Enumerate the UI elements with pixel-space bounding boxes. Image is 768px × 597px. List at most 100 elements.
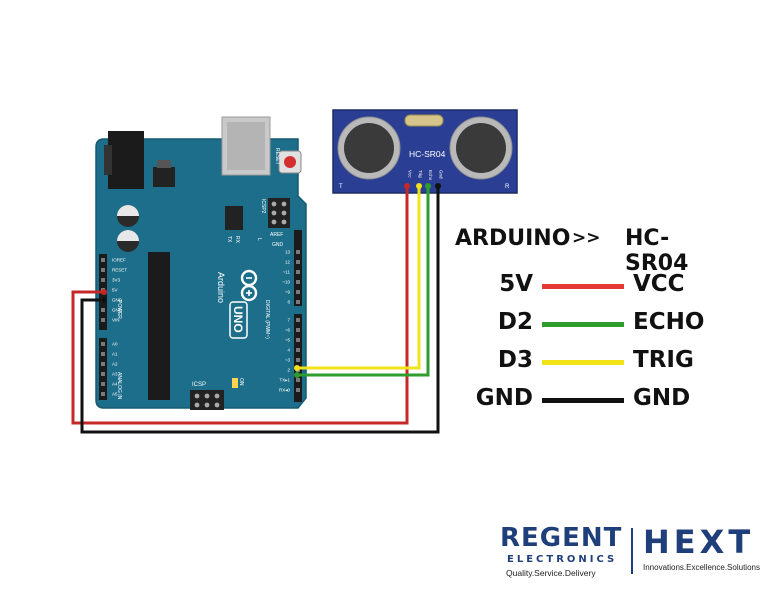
analog-header: [99, 338, 107, 400]
analog-pin-label: A1: [112, 352, 118, 357]
analog-pin-label: A3: [112, 372, 118, 377]
digital-pin: [296, 260, 300, 264]
analog-pin: [101, 382, 105, 386]
digital-pin-label: 7: [287, 318, 290, 323]
analog-label: ANALOG IN: [116, 372, 122, 400]
wire-yellow-trig: [297, 186, 421, 370]
voltage-regulator: [153, 167, 175, 187]
power-pin: [101, 308, 105, 312]
digital-pin-label: 8: [287, 300, 290, 305]
legend-row-5v: 5V VCC: [455, 271, 725, 305]
icsp-label: ICSP: [192, 382, 206, 388]
digital-pin-label: ~9: [285, 290, 291, 295]
on-label: ON: [238, 378, 244, 386]
sensor-pin-label: Gnd: [438, 170, 443, 179]
power-pin-label: 5V: [112, 288, 118, 293]
regent-logo-text: REGENT: [500, 523, 623, 553]
legend-row-gnd: GND GND: [455, 385, 725, 419]
hext-logo-text: HEXT: [643, 523, 755, 561]
power-pin-label: VIN: [112, 318, 120, 323]
board-name: Arduino: [216, 272, 226, 303]
digital-pin-label: ~6: [285, 328, 291, 333]
digital-pin-label: ~3: [285, 358, 291, 363]
analog-pin: [101, 342, 105, 346]
legend-line-red: [542, 284, 624, 289]
power-pin-label: GND: [112, 298, 123, 303]
uno-badge: UNO: [229, 301, 248, 339]
legend-header-sep: >>: [572, 228, 601, 248]
digital-pin: [296, 348, 300, 352]
tagline-left: Quality.Service.Delivery: [506, 568, 596, 578]
digital-pin: [296, 250, 300, 254]
analog-pin-label: A2: [112, 362, 118, 367]
legend-to: VCC: [633, 271, 685, 297]
digital-pin: [296, 328, 300, 332]
digital-pin: [296, 270, 300, 274]
digital-pin-label: 4: [287, 348, 290, 353]
brand-divider: [631, 528, 633, 574]
sensor-r-label: R: [505, 184, 510, 190]
wire-green-echo: [297, 186, 430, 377]
digital-pin-label: 2: [287, 368, 290, 373]
analog-pin: [101, 362, 105, 366]
reset-label: RESET: [274, 148, 280, 165]
digital-pin: [296, 378, 300, 382]
power-pin: [101, 258, 105, 262]
legend-line-black: [542, 398, 624, 403]
digital-pin: [296, 318, 300, 322]
legend-line-green: [542, 322, 624, 327]
legend-row-d2: D2 ECHO: [455, 309, 725, 343]
legend-to: TRIG: [633, 347, 694, 373]
sensor-label: HC-SR04: [409, 149, 446, 159]
power-pin: [101, 268, 105, 272]
legend-from: 5V: [499, 271, 533, 297]
legend-line-yellow: [542, 360, 624, 365]
sensor-pin-label: Trig: [418, 170, 423, 178]
tagline-right: Innovations.Excellence.Solutions: [643, 563, 760, 572]
sensor-pin-label: Vcc: [408, 170, 413, 178]
gnd-top-label: GND: [272, 242, 284, 248]
icsp2-label: ICSP2: [260, 199, 266, 214]
legend-header-from: ARDUINO: [455, 226, 571, 251]
electronics-text: ELECTRONICS: [507, 554, 618, 565]
digital-pin-label: ~10: [282, 280, 290, 285]
legend-header-to: HC-SR04: [625, 226, 689, 276]
tx-label: TX: [226, 236, 232, 243]
digital-pin: [296, 358, 300, 362]
dc-jack: [108, 131, 144, 189]
digital-pin: [296, 338, 300, 342]
digital-pin-label: ~5: [285, 338, 291, 343]
digital-label: DIGITAL (PWM~): [264, 300, 270, 339]
wire-black-gnd: [80, 186, 440, 434]
analog-pin-label: A5: [112, 392, 118, 397]
arduino-logo: [240, 269, 258, 302]
usb-chip: [225, 206, 243, 230]
analog-pin-label: A0: [112, 342, 118, 347]
icsp-header: [190, 390, 224, 410]
power-label: POWER: [116, 300, 122, 319]
analog-pin: [101, 372, 105, 376]
aref-label: AREF: [270, 232, 283, 238]
legend-row-d3: D3 TRIG: [455, 347, 725, 381]
brand-logos: REGENT ELECTRONICS Quality.Service.Deliv…: [500, 523, 765, 583]
digital-pin-label: 12: [285, 260, 291, 265]
digital-pin-label: 13: [285, 250, 291, 255]
legend-from: D3: [497, 347, 533, 373]
power-pin: [101, 318, 105, 322]
wires: [71, 183, 441, 434]
sensor-pin-label: Echo: [428, 170, 433, 181]
rx-label: RX: [234, 236, 240, 244]
crystal: [404, 114, 444, 127]
analog-pin: [101, 352, 105, 356]
digital-pin: [296, 280, 300, 284]
digital-pin: [296, 388, 300, 392]
power-pin-label: 3V3: [112, 278, 121, 283]
arduino-uno-board: RESET ICSP2 TX RX L Arduino UNO: [95, 116, 307, 410]
legend-from: D2: [497, 309, 533, 335]
power-pin-label: IOREF: [112, 258, 126, 263]
sensor-t-label: T: [339, 184, 343, 190]
digital-pin: [296, 300, 300, 304]
l-label: L: [256, 238, 262, 241]
atmega-chip: [148, 252, 170, 400]
